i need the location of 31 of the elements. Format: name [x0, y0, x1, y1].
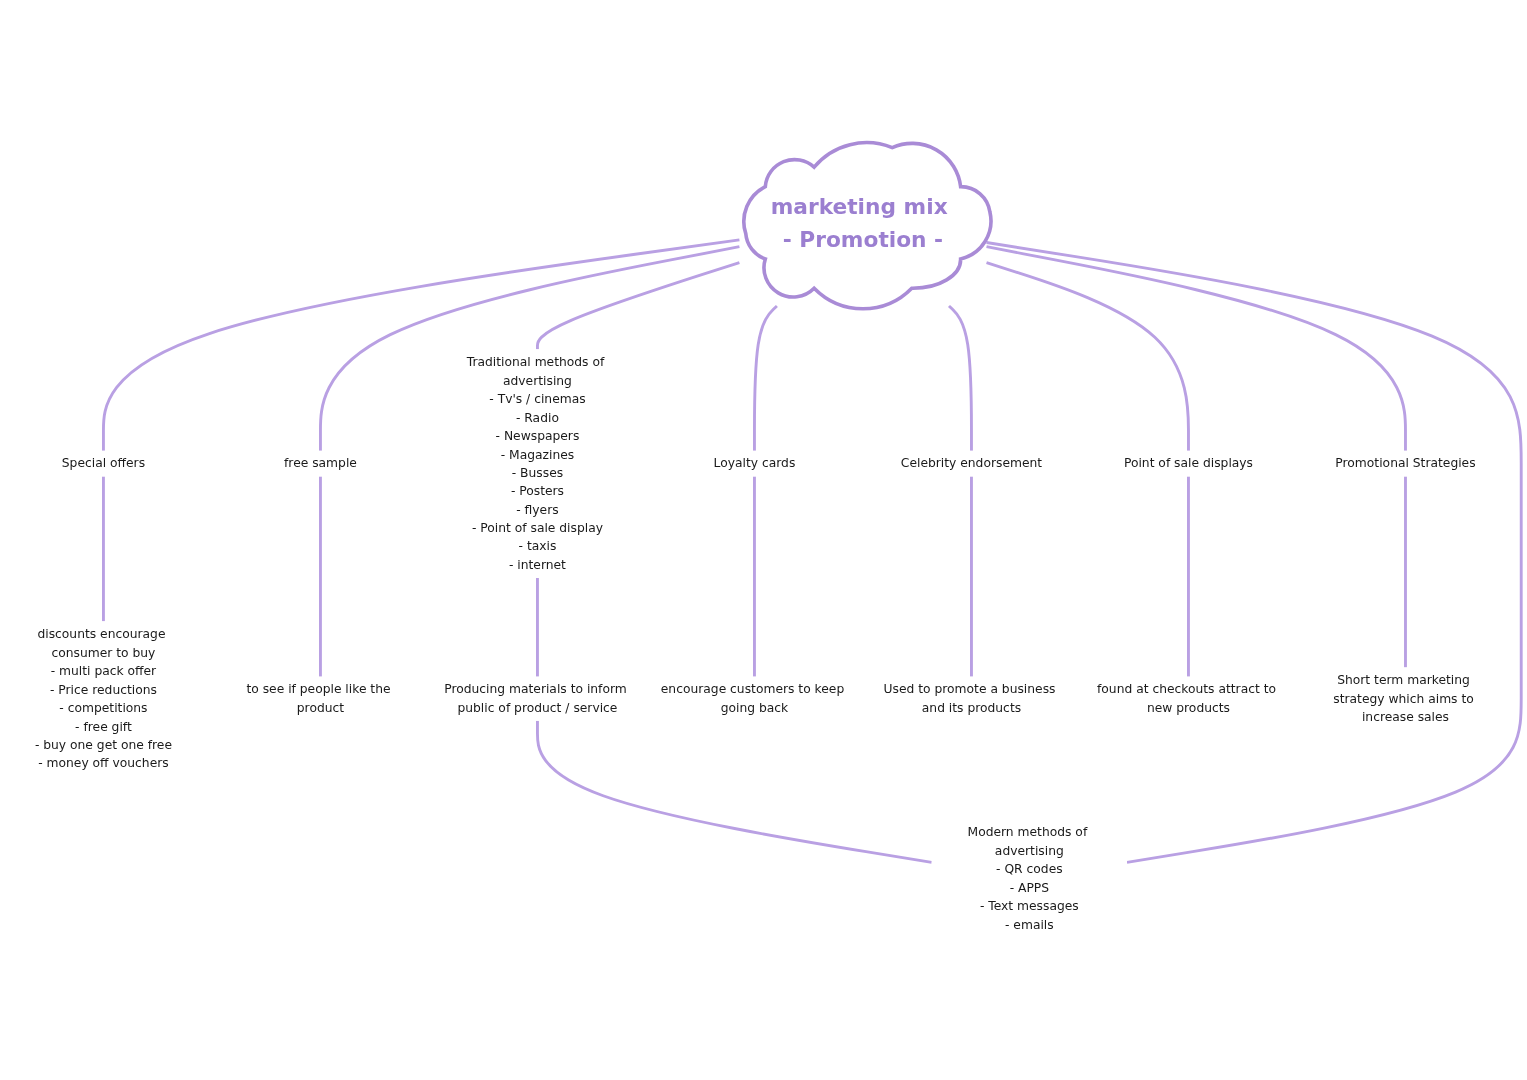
connector [986, 261, 1190, 451]
connector [986, 241, 1523, 864]
connector [986, 245, 1407, 451]
connector [1187, 476, 1190, 677]
connector [948, 304, 973, 451]
node-text: to see if people like the product [246, 681, 391, 715]
node-text: Modern methods of advertising - QR codes - APPS - Text messages - emails [967, 824, 1088, 932]
node-text: discounts encourage consumer to buy - multi pack offer - Price reductions - competitions - free gift - buy one get one free - money off vouchers [34, 626, 172, 770]
connector [1404, 476, 1407, 668]
connector [102, 476, 105, 622]
connector [970, 476, 973, 677]
node-text: Celebrity endorsement [900, 455, 1043, 471]
node-text: Loyalty cards [713, 455, 796, 471]
node-text: encourage customers to keep going back [660, 681, 845, 715]
node-text: found at checkouts attract to new products [1096, 681, 1277, 715]
connector [536, 720, 932, 864]
node-text: Special offers [61, 455, 146, 471]
node-text: Point of sale displays [1123, 455, 1254, 471]
connector [102, 238, 740, 451]
node-text: Promotional Strategies [1335, 455, 1476, 471]
node-text: Short term marketing strategy which aims to increase sales [1333, 672, 1474, 724]
connector [319, 245, 740, 451]
connector [319, 476, 322, 677]
connector [536, 577, 539, 677]
node-text: Traditional methods of advertising - Tv's / cinemas - Radio - Newspapers - Magazines - Busses - Posters - flyers - Point of sale display - taxis - internet [466, 354, 605, 572]
connector [536, 261, 740, 350]
connector [753, 476, 756, 677]
node-text: free sample [284, 455, 357, 471]
node-text: Used to promote a business and its products [883, 681, 1056, 715]
connector [753, 304, 778, 451]
node-text: Producing materials to inform public of product / service [444, 681, 627, 715]
